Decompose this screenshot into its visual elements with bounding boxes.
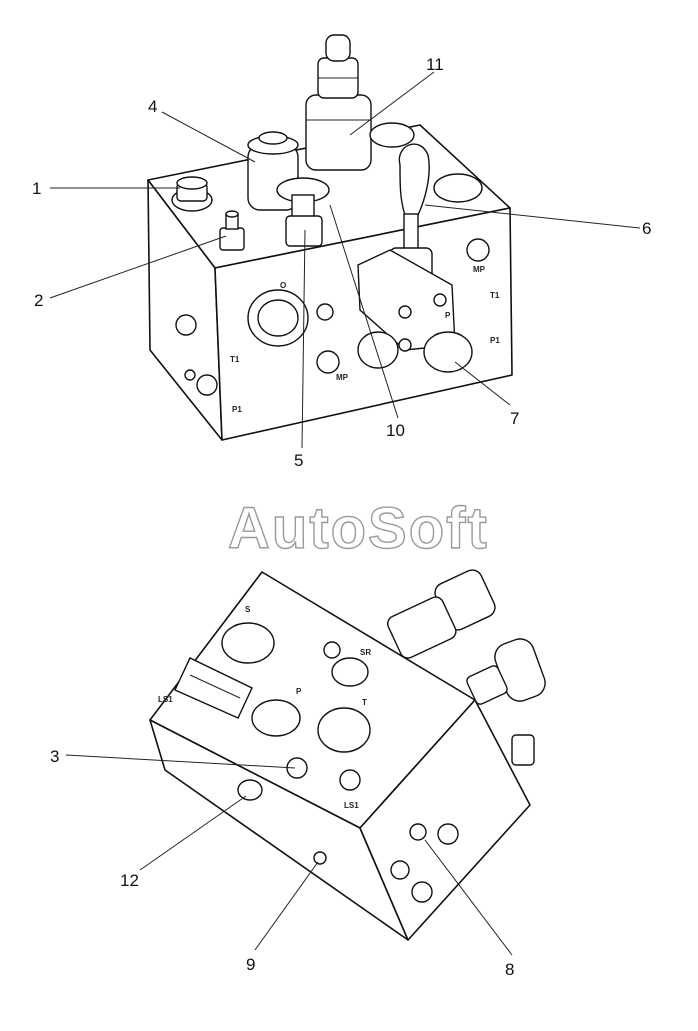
port-8-lower-c xyxy=(390,860,410,880)
callout-10: 10 xyxy=(386,421,405,440)
plug-cap-top xyxy=(176,176,208,190)
lower-cartridge-4 xyxy=(466,665,508,705)
callout-8: 8 xyxy=(505,960,514,979)
relief-valve-body xyxy=(305,94,372,171)
port-8-lower-d xyxy=(411,881,433,903)
port-12-lower xyxy=(237,779,263,801)
port-8-lower-b xyxy=(437,823,459,845)
port-p-lower xyxy=(251,699,301,737)
lower-cartridge-5 xyxy=(511,734,535,766)
port-mp-right xyxy=(466,238,490,262)
callout-11: 11 xyxy=(426,55,444,74)
mark-lower-sr: SR xyxy=(360,648,371,657)
mark-upper-t1-right: T1 xyxy=(490,291,500,300)
valve-bolt-1 xyxy=(398,305,412,319)
port-mp-front xyxy=(316,350,340,374)
callout-5: 5 xyxy=(294,451,303,470)
push-button-stem xyxy=(291,194,315,218)
mark-upper-p1-left: P1 xyxy=(232,405,242,414)
lever-handle-part xyxy=(398,143,430,216)
callout-3: 3 xyxy=(50,747,59,766)
port-8-lower-a xyxy=(409,823,427,841)
name-plate xyxy=(174,657,253,719)
lower-valve-block xyxy=(149,569,546,941)
mark-upper-mp-front: MP xyxy=(336,373,349,382)
port-left-2 xyxy=(196,374,218,396)
mark-lower-t: T xyxy=(362,698,367,707)
port-9-lower xyxy=(313,851,327,865)
port-left-3 xyxy=(184,369,196,381)
callout-9: 9 xyxy=(246,955,255,974)
port-t-front xyxy=(357,331,399,369)
callout-12: 12 xyxy=(120,871,139,890)
valve-bolt-2 xyxy=(433,293,447,307)
callout-7: 7 xyxy=(510,409,519,428)
mark-upper-p-valve: P xyxy=(445,311,451,320)
lower-cartridge-3 xyxy=(387,596,457,659)
port-sr-small xyxy=(323,641,341,659)
valve-bolt-3 xyxy=(398,338,412,352)
port-t-lower xyxy=(317,707,371,753)
upper-valve-block xyxy=(147,34,513,441)
port-ls1-lower xyxy=(339,769,361,791)
callout-4: 4 xyxy=(148,97,157,116)
lower-block-right-face xyxy=(359,699,531,941)
callout-2: 2 xyxy=(34,291,43,310)
relief-valve-cap xyxy=(325,34,351,62)
check-valve-part xyxy=(219,227,245,251)
port-left-1 xyxy=(175,314,197,336)
leader-lines xyxy=(49,71,641,956)
watermark-text: AutoSoft xyxy=(228,496,489,561)
port-sr-lower xyxy=(331,657,369,687)
solenoid-coil-nut xyxy=(258,131,288,145)
mark-upper-o: O xyxy=(280,281,286,290)
port-o-upper-inner xyxy=(257,299,299,337)
check-valve-top xyxy=(225,210,239,218)
mark-lower-ls1-left: LS1 xyxy=(158,695,173,704)
port-top-right xyxy=(433,173,483,203)
callout-1: 1 xyxy=(32,179,41,198)
mark-upper-p1-right: P1 xyxy=(490,336,500,345)
mark-lower-s: S xyxy=(245,605,251,614)
lever-stem xyxy=(403,213,419,251)
port-small-front xyxy=(316,303,334,321)
mark-lower-p: P xyxy=(296,687,302,696)
mark-lower-ls1-right: LS1 xyxy=(344,801,359,810)
mark-upper-t1-left: T1 xyxy=(230,355,240,364)
port-top-center xyxy=(369,122,415,148)
mark-upper-mp-right: MP xyxy=(473,265,486,274)
callout-6: 6 xyxy=(642,219,651,238)
port-p1-front xyxy=(423,331,473,373)
port-s-lower xyxy=(221,622,275,664)
push-button-hex xyxy=(285,215,323,247)
